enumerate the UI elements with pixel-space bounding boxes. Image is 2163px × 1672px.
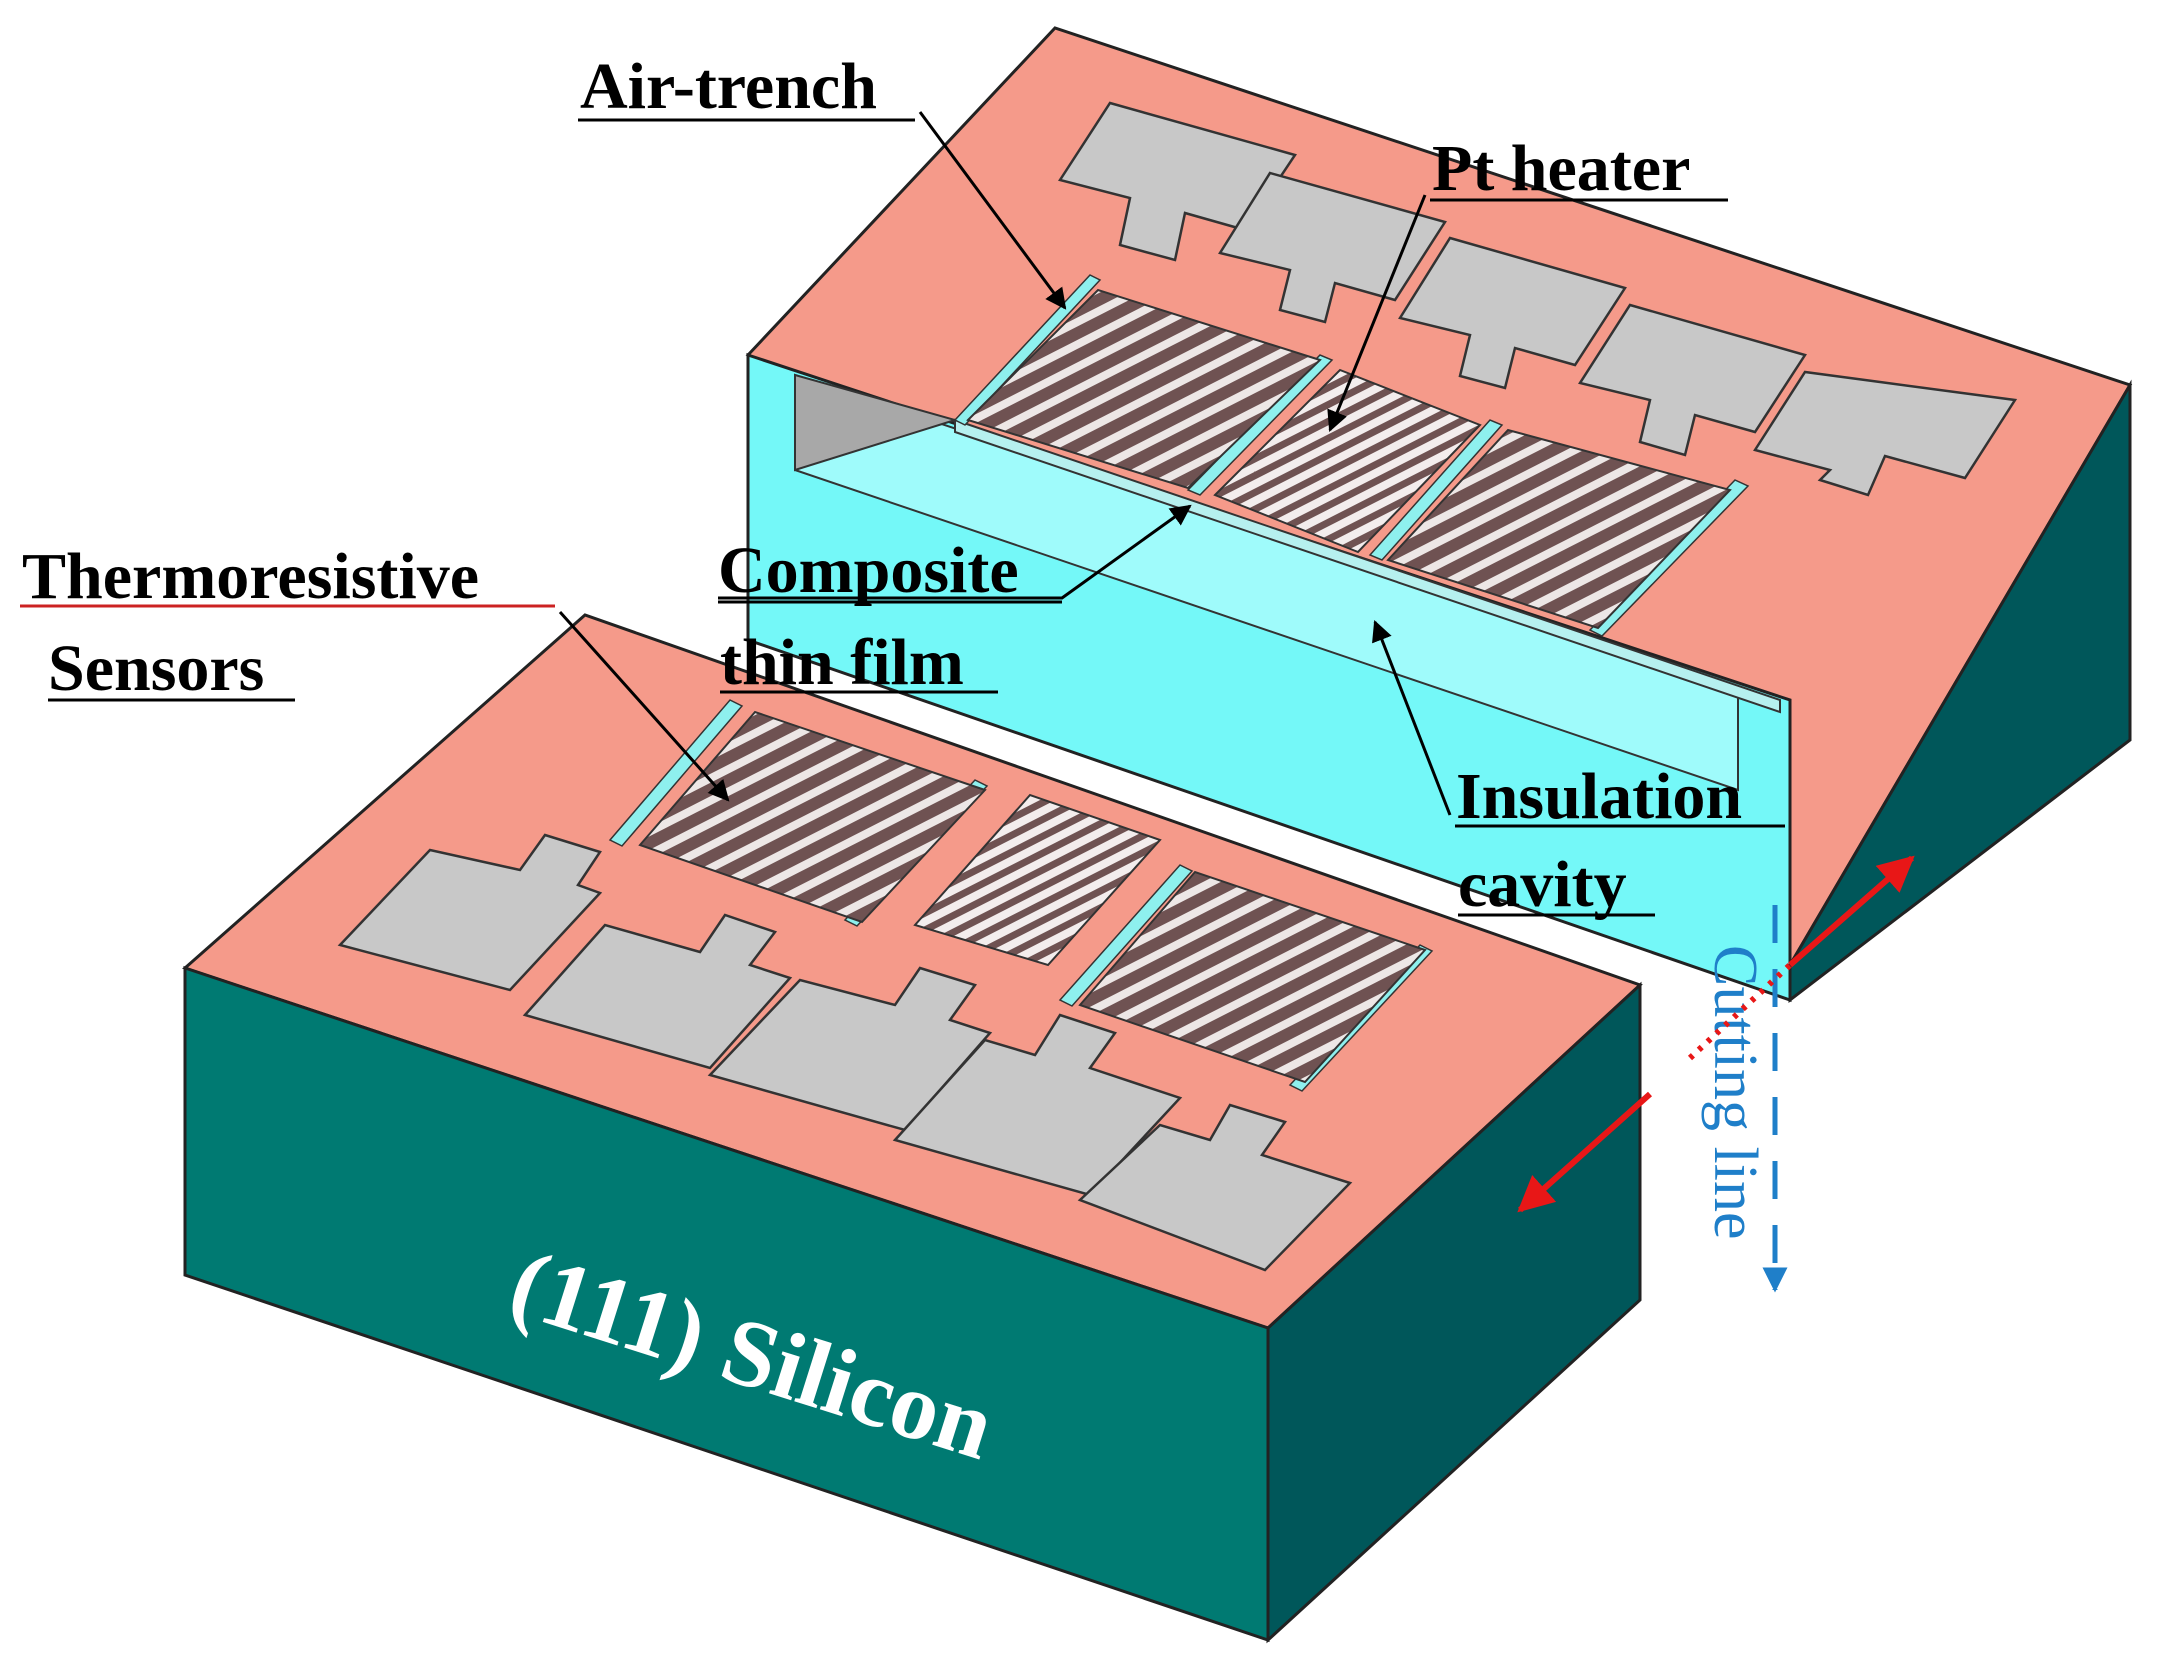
- thermoresistive-label: Thermoresistive: [22, 540, 479, 613]
- air-trench: [953, 274, 1102, 426]
- cutting-line-label: Cutting line: [1701, 945, 1769, 1240]
- upper-thermoresistor-left: [966, 288, 1322, 490]
- upper-block: [745, 26, 2133, 1004]
- cutting-line-group: Cutting line: [1701, 905, 1788, 1293]
- insulation-leader: [1372, 620, 1452, 816]
- pt-heater-label: Pt heater: [1432, 132, 1690, 205]
- composite-thin-film: [954, 418, 1781, 714]
- bond-pad: [522, 913, 793, 1070]
- cavity-label: cavity: [1458, 848, 1627, 921]
- separation-arrow-upper: [1788, 855, 1915, 968]
- upper-pt-heater: [1213, 368, 1482, 554]
- insulation-label: Insulation: [1456, 760, 1742, 833]
- air-trench: [608, 699, 744, 847]
- bond-pad: [1578, 303, 1807, 457]
- composite-label: Composite: [718, 534, 1019, 607]
- lower-thermoresistor-right: [1078, 870, 1427, 1084]
- thin-film-label: thin film: [720, 626, 964, 699]
- bond-pad: [1058, 101, 1297, 262]
- lower-thermoresistor-left: [638, 710, 987, 924]
- label-underlines: [20, 118, 1785, 917]
- pt-heater-leader: [1327, 194, 1427, 432]
- upper-thermoresistor-right: [1386, 428, 1732, 630]
- separation-arrow-lower: [1517, 1091, 1652, 1213]
- air-trench: [1058, 864, 1194, 1007]
- composite-leader: [718, 504, 1192, 600]
- lower-block: [182, 613, 1643, 1644]
- bond-pad: [1077, 1103, 1353, 1272]
- separation-arrows: [1517, 855, 1915, 1213]
- bond-pad: [337, 833, 603, 992]
- lower-block-side: [1266, 981, 1642, 1644]
- lower-bond-pads: [337, 833, 1353, 1272]
- bond-pad: [1398, 236, 1627, 390]
- lower-pt-heater: [913, 793, 1162, 967]
- bond-pad: [1753, 370, 2018, 497]
- thermoresistive-leader: [558, 611, 730, 802]
- leader-lines: [558, 111, 1452, 816]
- cavity-shadow: [794, 373, 959, 472]
- sensors-label: Sensors: [48, 632, 264, 705]
- air-trench-leader: [918, 111, 1067, 310]
- upper-air-trenches: [953, 274, 1750, 637]
- air-trench-label: Air-trench: [580, 50, 877, 123]
- air-trench: [1368, 419, 1504, 561]
